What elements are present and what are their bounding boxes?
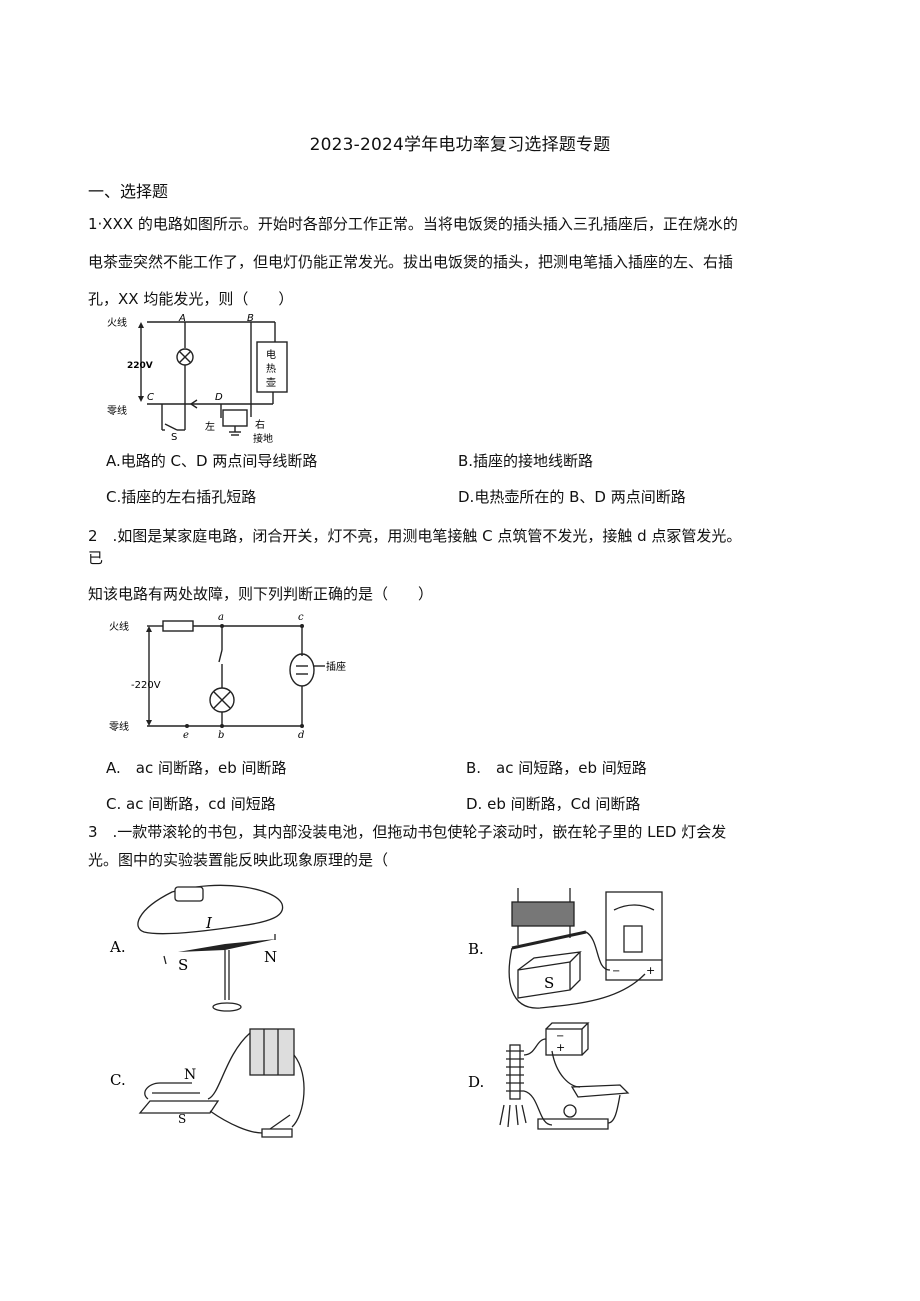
svg-text:−: − [556, 1031, 564, 1042]
question-1-option-b[interactable]: B.插座的接地线断路 [458, 452, 594, 470]
question-2-line-3: 知该电路有两处故障，则下列判断正确的是（ ） [88, 585, 434, 603]
svg-text:C.: C. [110, 1071, 126, 1089]
svg-text:b: b [218, 730, 224, 738]
svg-text:D.: D. [468, 1073, 484, 1091]
question-2-option-c[interactable]: C. ac 间断路，cd 间短路 [106, 795, 276, 813]
generator-galvanometer-figure: B. S − + [468, 888, 663, 1009]
svg-text:a: a [218, 612, 224, 623]
svg-text:S: S [178, 956, 188, 974]
label-neutral-wire: 零线 [107, 404, 127, 417]
svg-text:I: I [205, 914, 213, 932]
svg-text:−: − [612, 966, 620, 977]
question-3-option-a[interactable]: A. I S N [100, 870, 320, 1020]
question-1-line-3: 孔，XX 均能发光，则（ ） [88, 290, 294, 308]
svg-text:B.: B. [468, 940, 484, 958]
question-3-line-1: 3 .一款带滚轮的书包，其内部没装电池，但拖动书包使轮子滚动时，嵌在轮子里的 L… [88, 823, 727, 841]
svg-text:+: + [646, 964, 655, 977]
svg-text:-220V: -220V [131, 680, 161, 691]
svg-text:A.: A. [109, 938, 126, 956]
question-1-option-a[interactable]: A.电路的 C、D 两点间导线断路 [106, 452, 318, 470]
svg-text:N: N [184, 1067, 196, 1083]
svg-text:壶: 壶 [266, 376, 276, 389]
svg-text:+: + [556, 1041, 565, 1054]
svg-text:A: A [178, 313, 186, 324]
question-1-circuit-diagram: 火线 A B 220V C D 零线 S 电 热 壶 左 右 接地 [107, 313, 288, 444]
question-2-line-2: 已 [88, 549, 104, 567]
svg-text:接地: 接地 [253, 432, 273, 444]
svg-text:左: 左 [205, 420, 215, 433]
label-live-wire: 火线 [107, 316, 127, 329]
question-3-option-c[interactable]: C. N S [100, 1015, 320, 1145]
svg-text:右: 右 [255, 418, 265, 431]
question-3-line-2: 光。图中的实验装置能反映此现象原理的是（ [88, 851, 389, 869]
question-2-option-d[interactable]: D. eb 间断路，Cd 间断路 [466, 795, 641, 813]
svg-text:插座: 插座 [326, 660, 346, 673]
svg-text:S: S [544, 974, 554, 992]
oersted-compass-experiment-figure: A. I S N [109, 884, 284, 1012]
svg-text:220V: 220V [127, 361, 153, 371]
svg-text:d: d [298, 730, 304, 738]
svg-text:B: B [247, 313, 254, 324]
svg-text:S: S [171, 432, 177, 443]
electromagnet-circuit-figure: D. − + [468, 1022, 630, 1130]
svg-text:c: c [298, 612, 304, 623]
section-heading: 一、选择题 [88, 182, 169, 201]
svg-text:e: e [183, 730, 189, 738]
svg-text:D: D [215, 392, 223, 403]
question-1-option-d[interactable]: D.电热壶所在的 B、D 两点间断路 [458, 488, 686, 506]
question-2-circuit-diagram: 火线 零线 -220V a c b d e 插座 [109, 612, 346, 738]
question-1-line-2: 电茶壶突然不能工作了，但电灯仍能正常发光。拔出电饭煲的插头，把测电笔插入插座的左… [88, 253, 734, 271]
svg-text:N: N [264, 948, 277, 966]
label-live-wire: 火线 [109, 620, 129, 633]
svg-text:热: 热 [266, 362, 276, 375]
question-2-option-b[interactable]: B. ac 间短路，eb 间短路 [466, 759, 647, 777]
question-3-option-d[interactable]: D. − + [460, 1015, 680, 1145]
svg-text:电: 电 [266, 348, 276, 361]
svg-text:S: S [178, 1112, 186, 1126]
svg-text:C: C [147, 392, 154, 403]
document-title: 2023-2024学年电功率复习选择题专题 [309, 135, 611, 155]
question-3-option-b[interactable]: B. S − + [460, 870, 680, 1020]
label-neutral-wire: 零线 [109, 720, 129, 733]
question-2-line-1: 2 .如图是某家庭电路，闭合开关，灯不亮，用测电笔接触 C 点筑管不发光，接触 … [88, 527, 742, 545]
question-1-option-c[interactable]: C.插座的左右插孔短路 [106, 488, 257, 506]
motor-battery-figure: C. N S [110, 1028, 305, 1138]
question-1-line-1: 1·XXX 的电路如图所示。开始时各部分工作正常。当将电饭煲的插头插入三孔插座后… [88, 215, 738, 233]
question-2-option-a[interactable]: A. ac 间断路，eb 间断路 [106, 759, 287, 777]
